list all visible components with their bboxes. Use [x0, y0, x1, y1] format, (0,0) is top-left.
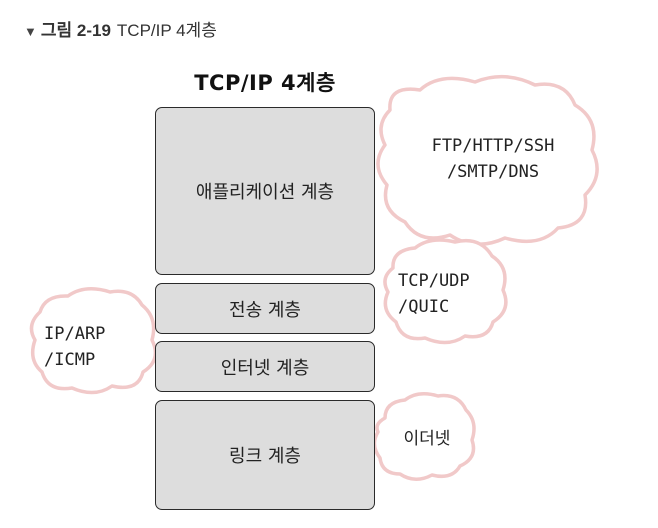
application-protocols-text: FTP/HTTP/SSH /SMTP/DNS	[431, 136, 555, 182]
link-layer-label: 링크 계층	[229, 446, 301, 467]
figure-label: 그림 2-19	[40, 21, 111, 40]
cloud-transport	[383, 238, 508, 345]
transport-protocols-text: TCP/UDP /QUIC	[398, 271, 470, 317]
transport-layer-label: 전송 계층	[229, 299, 301, 321]
internet-layer-label: 인터넷 계층	[220, 357, 310, 379]
cloud-link	[372, 392, 476, 481]
transport-layer-box: 전송 계층	[155, 283, 375, 334]
internet-protocols-text: IP/ARP /ICMP	[44, 324, 106, 370]
application-layer-label: 애플리케이션 계층	[195, 182, 335, 203]
application-layer-box: 애플리케이션 계층	[155, 107, 375, 275]
figure-caption: ▼그림 2-19 TCP/IP 4계층	[24, 16, 217, 41]
cloud-application	[376, 75, 599, 246]
collapse-triangle-icon[interactable]: ▼	[24, 24, 37, 39]
diagram-title: TCP/IP 4계층	[194, 71, 336, 95]
figure-caption-title: TCP/IP 4계층	[116, 21, 217, 40]
link-layer-box: 링크 계층	[155, 400, 375, 510]
cloud-internet	[29, 287, 158, 395]
link-protocols-text: 이더넷	[403, 429, 451, 449]
internet-layer-box: 인터넷 계층	[155, 341, 375, 392]
